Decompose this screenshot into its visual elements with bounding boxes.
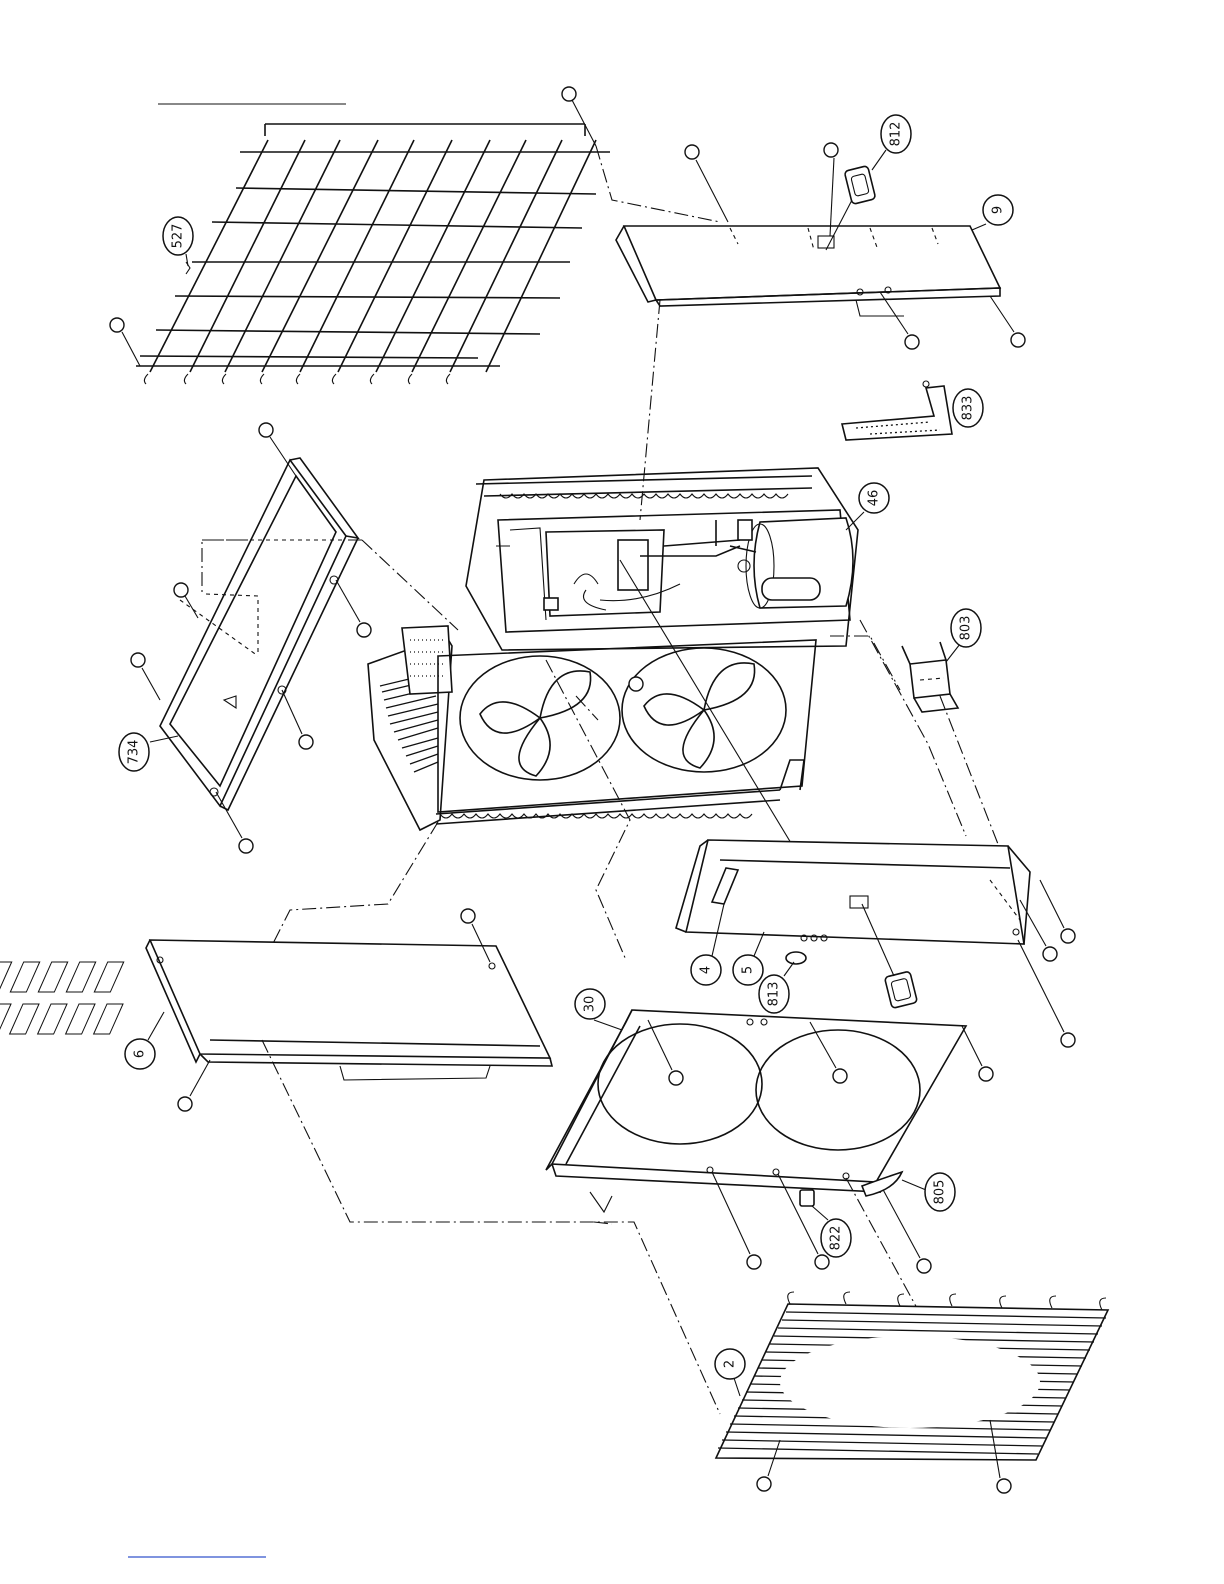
screw-icon: [629, 677, 643, 691]
callout-46-label: 46: [867, 490, 882, 507]
callout-4-label: 4: [699, 966, 714, 974]
callout-812-label: 812: [889, 122, 904, 147]
screw-icon: [336, 580, 371, 637]
callout-822-label: 822: [829, 1226, 844, 1251]
callout-46: 46: [846, 483, 889, 530]
screw-icon: [216, 792, 253, 853]
callout-527-label: 527: [171, 224, 186, 249]
callout-9-label: 9: [991, 206, 1006, 214]
screw-icon: [880, 292, 919, 349]
side-panel-734: [160, 458, 358, 810]
callout-5-label: 5: [741, 966, 756, 974]
screw-icon: [131, 653, 160, 700]
front-panel-5: [676, 840, 1030, 944]
callout-822: 822: [812, 1206, 851, 1257]
callout-803-label: 803: [959, 616, 974, 641]
callout-813-label: 813: [767, 982, 782, 1007]
callout-527: 527: [163, 217, 193, 266]
screw-icon: [282, 690, 313, 749]
callout-30: 30: [575, 989, 622, 1030]
callout-30-label: 30: [583, 996, 598, 1013]
screw-icon: [962, 1026, 993, 1081]
screw-icon: [685, 145, 728, 222]
main-unit-chassis: [368, 468, 858, 830]
screw-icon: [259, 423, 296, 476]
callout-833: 833: [953, 389, 983, 427]
callout-813: 813: [759, 962, 794, 1013]
heat-exchanger-2: [716, 1292, 1108, 1460]
callout-6: 6: [125, 1012, 164, 1069]
bushing-813: [786, 952, 806, 964]
callout-9: 9: [972, 195, 1013, 230]
callout-5: 5: [733, 932, 764, 985]
wire-guard-527: [136, 124, 610, 384]
screw-icon: [110, 318, 140, 366]
callout-2: 2: [715, 1349, 745, 1396]
screw-icon: [178, 1060, 210, 1111]
base-plate-6: [0, 940, 552, 1080]
screw-icon: [990, 296, 1025, 347]
screw-icon: [562, 87, 596, 146]
callout-833-label: 833: [961, 396, 976, 421]
fan-orifice-panel-30: [546, 1010, 966, 1192]
screw-icon: [174, 583, 198, 618]
screw-icon: [824, 143, 838, 236]
top-panel-9: [616, 226, 1000, 316]
screw-icon: [1040, 880, 1075, 943]
screw-icon: [880, 1184, 931, 1273]
clip-822: [800, 1190, 814, 1206]
callout-805: 805: [902, 1173, 955, 1211]
bracket-803: [902, 642, 958, 712]
callout-2-label: 2: [723, 1360, 738, 1368]
callout-734-label: 734: [127, 740, 142, 765]
callout-812: 812: [872, 115, 911, 170]
callout-6-label: 6: [133, 1050, 148, 1058]
fan-icon: [622, 648, 786, 772]
callout-805-label: 805: [933, 1180, 948, 1205]
seal-tube-833: [842, 381, 952, 440]
callout-803: 803: [946, 609, 981, 662]
